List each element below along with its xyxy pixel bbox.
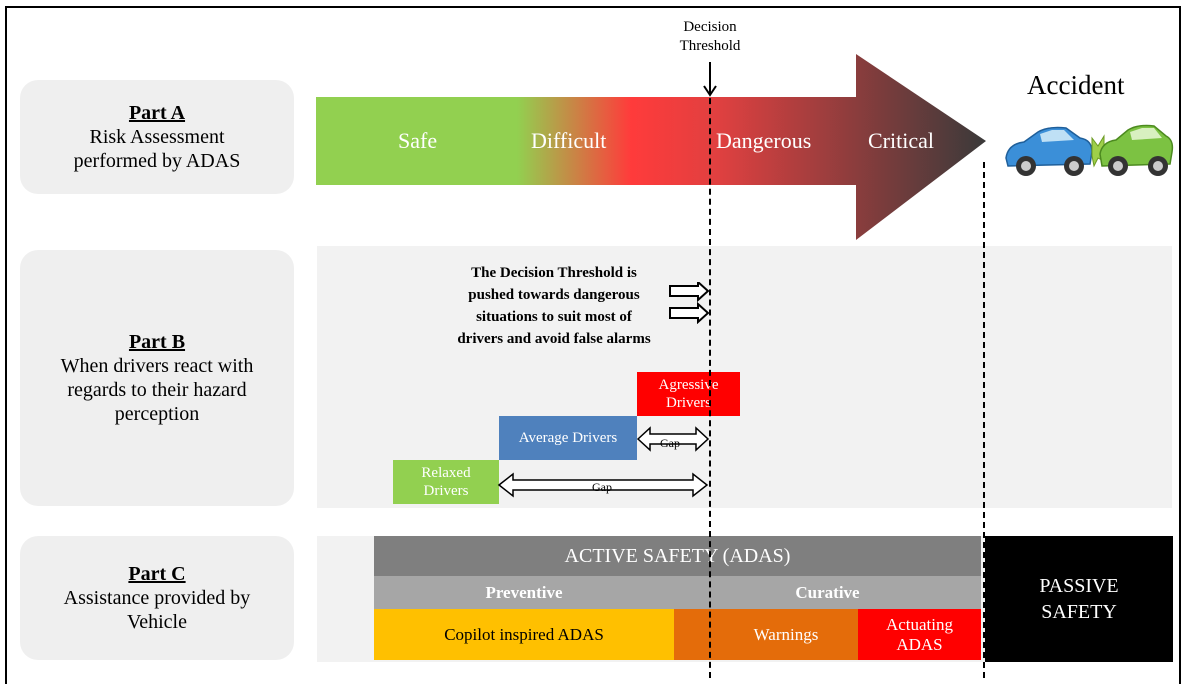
part-b-box: Part B When drivers react with regards t… (20, 250, 294, 506)
average-gap-arrow-icon (636, 426, 710, 452)
actuating-adas-bar: Actuating ADAS (858, 609, 981, 660)
preventive-bar: Preventive (374, 576, 674, 609)
relaxed-drivers-block: Relaxed Drivers (393, 460, 499, 504)
accident-label: Accident (1027, 70, 1125, 100)
part-c-desc-line-2: Vehicle (127, 611, 187, 633)
relaxed-gap-arrow-icon (497, 472, 709, 498)
part-a-desc-line-1: Risk Assessment (89, 126, 225, 148)
diagram-frame (5, 6, 1181, 684)
zone-dangerous: Dangerous (716, 128, 812, 153)
zone-critical: Critical (868, 128, 934, 153)
average-gap-label: Gap (660, 436, 680, 450)
threshold-note-line-3: situations to suit most of (476, 309, 632, 325)
warnings-bar: Warnings (674, 609, 858, 660)
actuating-adas-line-1: Actuating (885, 614, 954, 634)
relaxed-drivers-line-2: Drivers (423, 483, 469, 499)
threshold-note-line-2: pushed towards dangerous (468, 287, 640, 303)
part-b-desc-line-2: regards to their hazard (67, 379, 247, 401)
passive-safety-line-1: PASSIVE (1039, 575, 1119, 597)
part-c-box: Part C Assistance provided by Vehicle (20, 536, 294, 660)
risk-arrow (316, 54, 986, 240)
threshold-note-line-4: drivers and avoid false alarms (457, 331, 651, 347)
passive-safety-box: PASSIVE SAFETY (985, 536, 1173, 662)
car-crash-icon (1005, 124, 1174, 176)
actuating-adas-line-2: ADAS (896, 634, 943, 654)
aggressive-drivers-line-1: Agressive (658, 377, 719, 393)
part-c-title: Part C (128, 563, 186, 585)
part-a-desc-line-2: performed by ADAS (73, 150, 241, 172)
part-b-desc-line-3: perception (114, 403, 200, 425)
part-b-desc-line-1: When drivers react with (60, 355, 254, 377)
passive-safety-line-2: SAFETY (1041, 601, 1117, 623)
zone-difficult: Difficult (531, 128, 607, 153)
curative-bar: Curative (674, 576, 981, 609)
decision-threshold-line-2: Threshold (679, 38, 741, 54)
threshold-note: The Decision Threshold is pushed towards… (440, 262, 668, 350)
copilot-adas-bar: Copilot inspired ADAS (374, 609, 674, 660)
active-safety-bar: ACTIVE SAFETY (ADAS) (374, 536, 981, 576)
push-double-arrow-icon (669, 282, 710, 324)
relaxed-drivers-line-1: Relaxed (421, 465, 471, 481)
decision-threshold-line-1: Decision (683, 19, 737, 35)
threshold-note-line-1: The Decision Threshold is (471, 265, 637, 281)
decision-threshold-line (709, 88, 711, 678)
aggressive-drivers-line-2: Drivers (666, 395, 711, 411)
part-b-title: Part B (128, 331, 186, 353)
relaxed-gap-label: Gap (592, 480, 612, 494)
part-a-box: Part A Risk Assessment performed by ADAS (20, 80, 294, 194)
accident-boundary-line (983, 162, 985, 678)
decision-threshold-label: Decision Threshold (660, 18, 760, 56)
aggressive-drivers-block: Agressive Drivers (637, 372, 740, 416)
zone-safe: Safe (398, 128, 438, 153)
average-drivers-block: Average Drivers (499, 416, 637, 460)
part-a-title: Part A (128, 102, 186, 124)
part-c-desc-line-1: Assistance provided by (63, 587, 251, 609)
